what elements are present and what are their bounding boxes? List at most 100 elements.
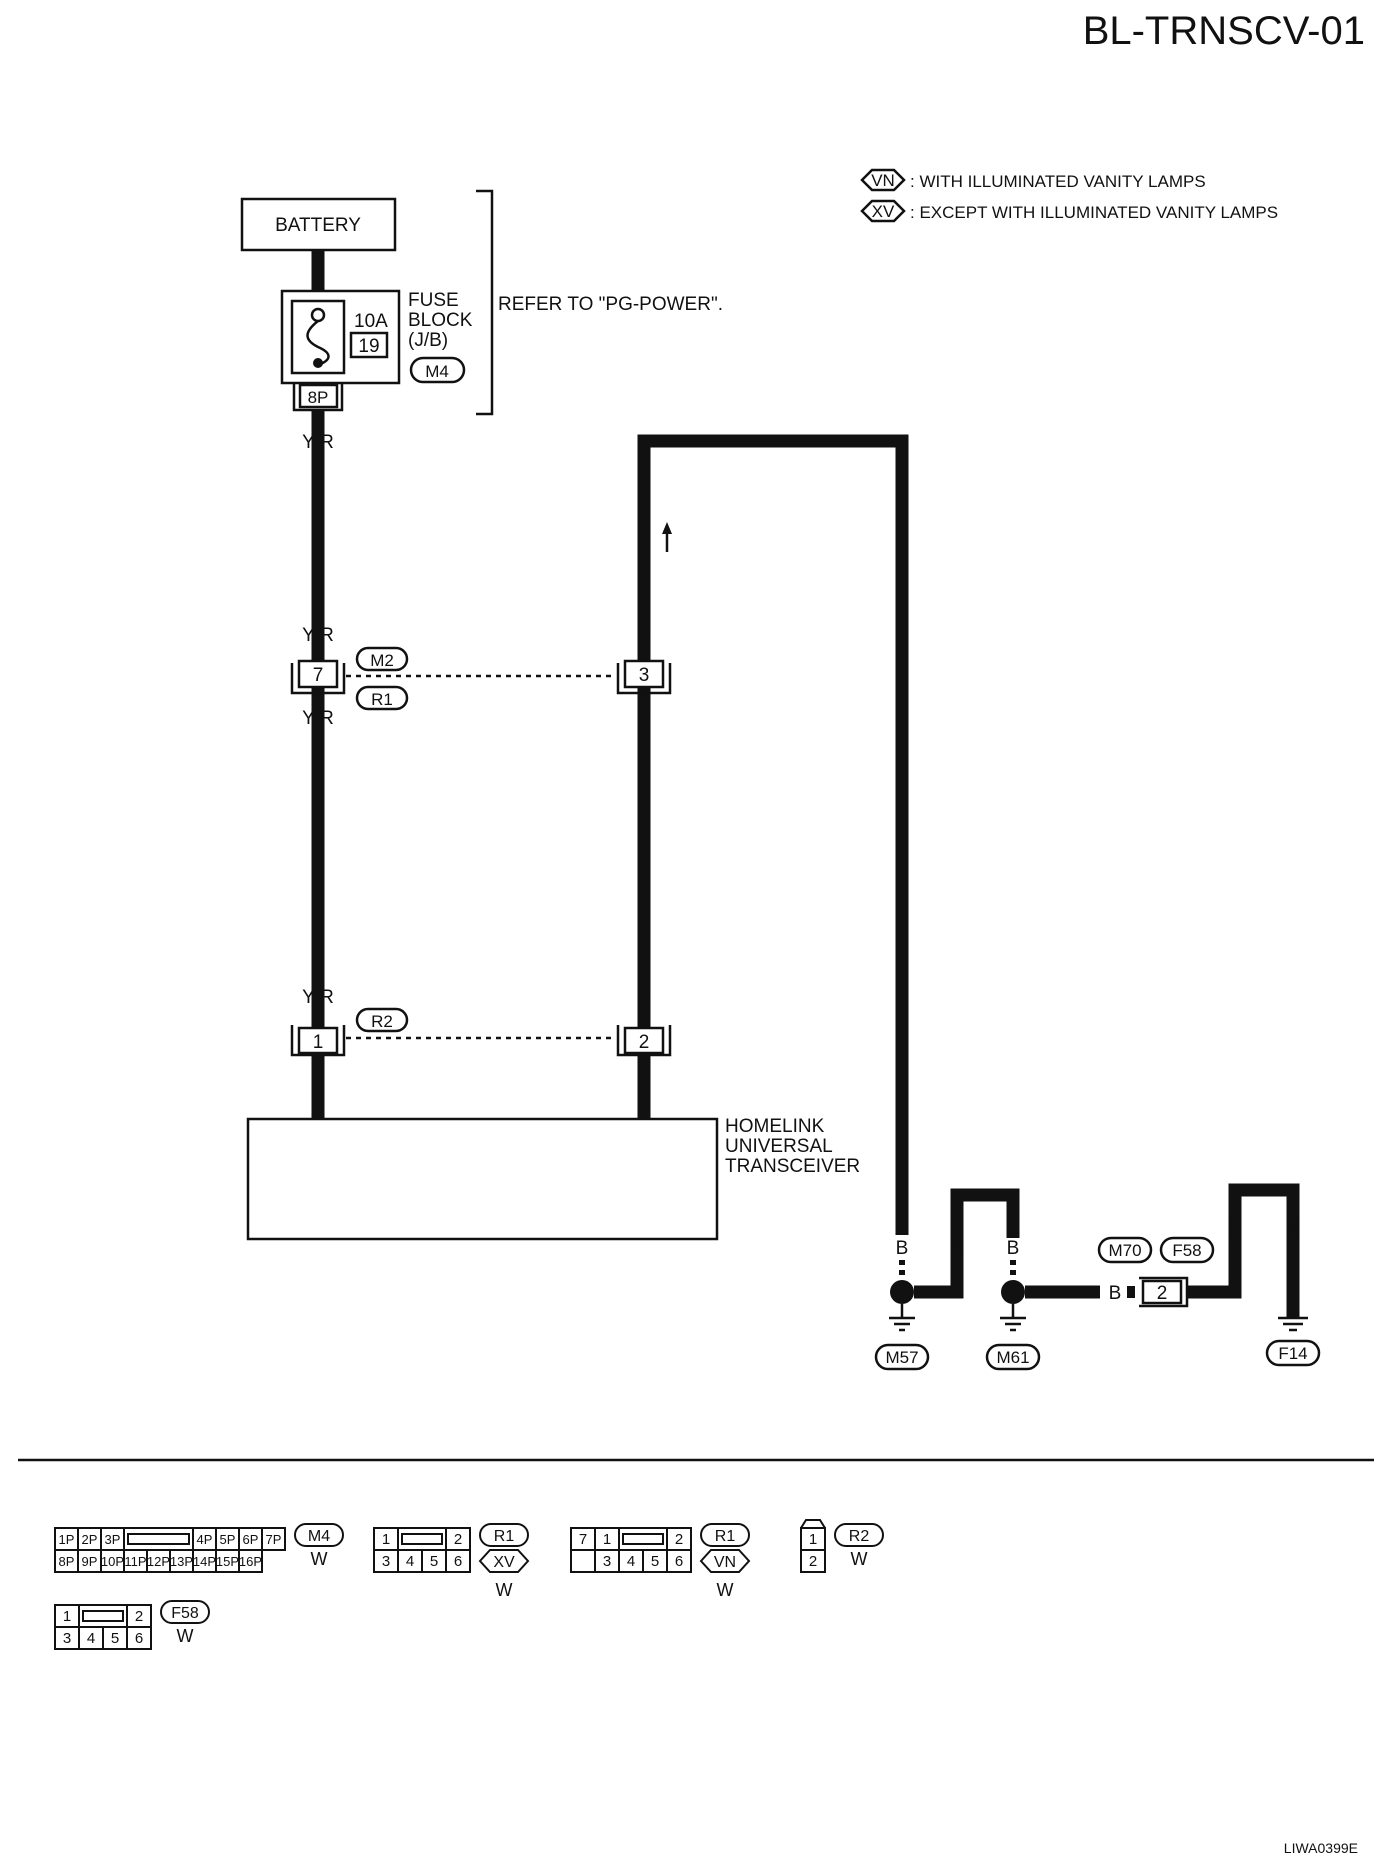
ground-m61-badge xyxy=(985,1343,1041,1371)
connector-face-id: F58 xyxy=(171,1605,199,1622)
connector-1-box xyxy=(297,1026,339,1055)
connector-face-badge xyxy=(479,1523,529,1547)
fuse-connector-id: M4 xyxy=(425,362,449,381)
connector-8p-box xyxy=(298,383,339,409)
wire-label-yr-3: Y/R xyxy=(302,708,334,729)
connector-f58-pin: 2 xyxy=(1157,1283,1168,1304)
wire-label-yr-4: Y/R xyxy=(302,987,334,1008)
fuse-terminal-top xyxy=(310,307,326,323)
refer-text: REFER TO "PG-POWER". xyxy=(498,294,723,315)
connector-face-badge xyxy=(294,1523,344,1547)
fuse-icon xyxy=(306,320,330,367)
connector-pin-label: 5 xyxy=(651,1553,659,1570)
connector-m2-badge xyxy=(355,646,409,672)
homelink-transceiver-box xyxy=(246,1117,719,1241)
fuse-block-label-1: FUSE xyxy=(408,290,459,311)
connector-3-outline xyxy=(616,663,672,695)
connector-pin-label: 6 xyxy=(454,1553,462,1570)
connector-3-box xyxy=(623,659,665,689)
legend-vn-text: : WITH ILLUMINATED VANITY LAMPS xyxy=(910,172,1206,191)
connector-pin-label: 5 xyxy=(111,1630,119,1647)
connector-variant-icon xyxy=(699,1549,751,1573)
connector-face-color: W xyxy=(177,1626,194,1646)
connector-pin-label: 5P xyxy=(220,1532,236,1547)
wire-b-right xyxy=(637,434,909,1235)
fuse-holder xyxy=(290,299,346,375)
connector-face-color: W xyxy=(851,1549,868,1569)
fuse-terminal-bottom xyxy=(313,358,323,368)
connector-7-outline xyxy=(290,663,346,695)
connector-face-id: R1 xyxy=(715,1528,736,1545)
wire-label-b-3: B xyxy=(638,986,651,1007)
connector-2-pin: 2 xyxy=(639,1032,650,1053)
ground-m61-id: M61 xyxy=(996,1348,1029,1367)
transceiver-label-2: UNIVERSAL xyxy=(725,1136,833,1157)
fuse-block-box xyxy=(280,289,401,385)
connector-face-badge xyxy=(160,1600,210,1624)
connector-cavity xyxy=(800,1549,826,1573)
wire-b-f58-f14 xyxy=(1187,1183,1300,1318)
wire-label-b-2: B xyxy=(638,706,651,727)
fuse-number-box xyxy=(349,331,389,359)
connector-r2-id: R2 xyxy=(371,1012,393,1031)
connector-pin-label: 5 xyxy=(430,1553,438,1570)
ground-network: B M57 B B M61 B M70 F58 2 B B xyxy=(874,1183,1321,1371)
connector-1-pin: 1 xyxy=(313,1032,324,1053)
wire-label-b-6: B xyxy=(1007,1238,1020,1259)
connector-cavity xyxy=(261,1527,286,1551)
connector-pin-label: 1 xyxy=(603,1531,611,1548)
connector-r1-badge xyxy=(355,685,409,711)
connector-face-id: M4 xyxy=(308,1528,330,1545)
connector-pin-label: 4 xyxy=(627,1553,635,1570)
svg-text:VN: VN xyxy=(871,171,895,190)
connector-face-color: W xyxy=(311,1549,328,1569)
wire-label-b-4: B xyxy=(896,1238,909,1259)
connector-face-badge xyxy=(834,1523,884,1547)
transceiver-label-3: TRANSCEIVER xyxy=(725,1156,860,1177)
connector-cavity xyxy=(618,1527,668,1551)
connector-face-color: W xyxy=(717,1580,734,1600)
wire-label-b-5: B xyxy=(951,1238,964,1259)
wire-label-b-9: B xyxy=(1287,1219,1300,1240)
connector-pin-label: 13P xyxy=(170,1554,193,1569)
wire-label-b-7: B xyxy=(1109,1283,1122,1304)
connector-variant-code: VN xyxy=(714,1554,736,1571)
connector-r1-id: R1 xyxy=(371,690,393,709)
connector-pin-label: 2P xyxy=(82,1532,98,1547)
fuse-number: 19 xyxy=(358,336,379,357)
ground-m57-badge xyxy=(874,1343,930,1371)
connector-m2-id: M2 xyxy=(370,651,394,670)
connector-pin-label: 3 xyxy=(382,1553,390,1570)
connector-face-color: W xyxy=(496,1580,513,1600)
ground-m57-id: M57 xyxy=(885,1348,918,1367)
connector-7-pin: 7 xyxy=(313,665,324,686)
fuse-connector-badge xyxy=(409,356,466,384)
connector-face-id: R2 xyxy=(849,1528,870,1545)
wire-label-b-1: B xyxy=(638,621,651,642)
connector-cavity xyxy=(78,1604,128,1628)
connector-pin-label: 1 xyxy=(63,1608,71,1625)
connector-lock-icon xyxy=(82,1610,124,1622)
connector-pin-label: 6 xyxy=(675,1553,683,1570)
ground-f14-id: F14 xyxy=(1278,1344,1307,1363)
connector-pin-label: 4P xyxy=(197,1532,213,1547)
connector-pin-label: 3 xyxy=(63,1630,71,1647)
connector-pin-label: 1P xyxy=(59,1532,75,1547)
connector-pin-label: 3P xyxy=(105,1532,121,1547)
wire-label-yr-1: Y/R xyxy=(302,432,334,453)
connector-pin-label: 10P xyxy=(101,1554,124,1569)
connector-pin-label: 2 xyxy=(135,1608,143,1625)
connector-pin-label: 7P xyxy=(266,1532,282,1547)
connector-pin-label: 6P xyxy=(243,1532,259,1547)
connector-face-badge xyxy=(700,1523,750,1547)
ground-f14-badge xyxy=(1265,1339,1321,1367)
connector-2-box xyxy=(623,1026,665,1055)
diagram-title: BL-TRNSCV-01 xyxy=(1083,9,1365,53)
battery-label: BATTERY xyxy=(275,215,361,236)
ground-m57-node xyxy=(890,1280,914,1304)
connector-lock-icon xyxy=(401,1533,443,1545)
connector-7-box xyxy=(297,659,339,689)
